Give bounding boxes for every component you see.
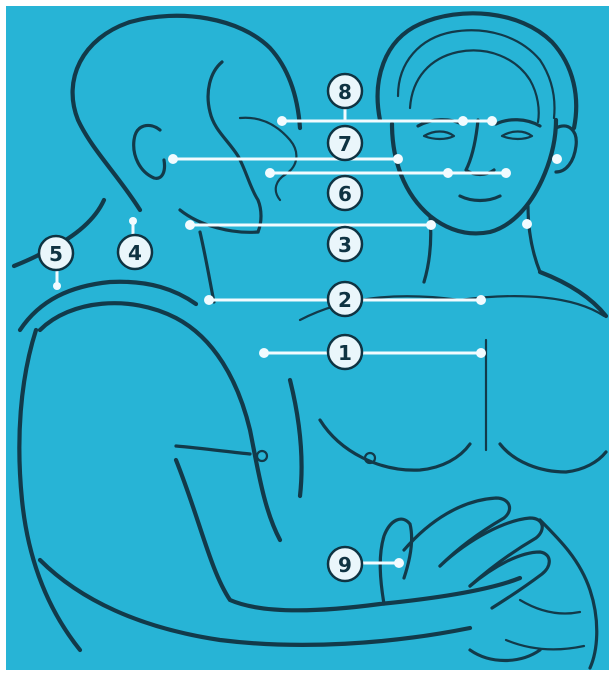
badge-7-label: 7	[338, 132, 352, 156]
dot-1-left	[259, 348, 269, 358]
dot-2-left	[204, 295, 214, 305]
badge-3-label: 3	[338, 233, 352, 257]
dot-8-right	[487, 116, 497, 126]
badge-6: 6	[328, 176, 362, 210]
dot-3-neck	[522, 219, 532, 229]
badge-2-label: 2	[338, 288, 352, 312]
dot-9	[394, 558, 404, 568]
badge-5-label: 5	[49, 242, 63, 266]
badge-6-label: 6	[338, 182, 352, 206]
badge-4: 4	[118, 235, 152, 269]
badge-1-label: 1	[338, 341, 352, 365]
badge-9: 9	[328, 547, 362, 581]
background-panel	[6, 6, 609, 670]
badge-8-label: 8	[338, 80, 352, 104]
dot-5	[53, 282, 61, 290]
dot-2-right	[476, 295, 486, 305]
dot-ear-right	[552, 154, 562, 164]
badge-5: 5	[39, 236, 73, 270]
dot-6-left	[265, 168, 275, 178]
dot-3-left	[185, 220, 195, 230]
badge-3: 3	[328, 227, 362, 261]
dot-1-right	[476, 348, 486, 358]
badge-4-label: 4	[128, 241, 142, 265]
badge-2: 2	[328, 282, 362, 316]
dot-8-left	[277, 116, 287, 126]
dot-6-mid	[443, 168, 453, 178]
badge-1: 1	[328, 335, 362, 369]
dot-3-right	[426, 220, 436, 230]
dot-7-right	[393, 154, 403, 164]
dot-6-right	[501, 168, 511, 178]
badge-7: 7	[328, 126, 362, 160]
badge-8: 8	[328, 74, 362, 108]
badge-9-label: 9	[338, 553, 352, 577]
dot-8-mid	[458, 116, 468, 126]
dot-7-left	[168, 154, 178, 164]
dot-4	[129, 217, 137, 225]
